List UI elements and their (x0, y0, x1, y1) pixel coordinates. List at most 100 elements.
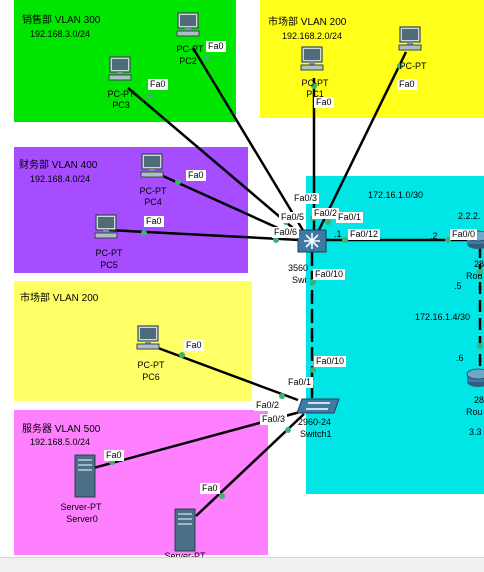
port-sw1-fa03: Fa0/3 (260, 414, 288, 425)
status-dot (219, 493, 225, 499)
zone-market-vlan200-top (260, 0, 484, 118)
ip-sw0-dot1: .1 (334, 229, 342, 239)
status-dot (397, 63, 403, 69)
zone-subnet-server: 192.168.5.0/24 (30, 437, 91, 447)
status-dot (147, 93, 153, 99)
zone-subnet-wan-a: 172.16.1.0/30 (368, 190, 424, 200)
switch0[interactable] (297, 226, 327, 254)
zone-server-vlan500 (14, 410, 268, 555)
link-pc6-sw1 (149, 343, 299, 402)
pc6-name: PC6 (142, 372, 160, 382)
pc3-name: PC3 (112, 100, 130, 110)
port-sw0-fa010: Fa0/10 (313, 269, 346, 280)
status-dot (310, 367, 316, 373)
switch1[interactable] (296, 398, 340, 414)
pc4-type: PC-PT (139, 186, 167, 196)
status-dot (310, 279, 316, 285)
port-sw0-fa05: Fa0/5 (279, 212, 307, 223)
port-sw0-fa06: Fa0/6 (272, 227, 300, 238)
link-pc2-sw0 (191, 47, 306, 233)
port-pc5-fa0: Fa0 (144, 216, 164, 227)
pc2-name: PC2 (179, 56, 197, 66)
ip-r1-dot6: .6 (456, 353, 464, 363)
status-dot (179, 352, 185, 358)
zone-subnet-market-top: 192.168.2.0/24 (282, 31, 343, 41)
server0-type: Server-PT (60, 502, 102, 512)
port-sw0-fa012: Fa0/12 (348, 229, 381, 240)
pc-icon (94, 214, 118, 239)
ip-r0-dot2: .2 (430, 231, 438, 241)
pc4-name: PC4 (144, 197, 162, 207)
pc1[interactable] (300, 46, 324, 72)
server1[interactable] (172, 508, 198, 552)
status-dot (285, 427, 291, 433)
port-pc1-fa0: Fa0 (314, 97, 334, 108)
zone-title-server: 服务器 VLAN 500 (22, 424, 101, 435)
pc-icon (108, 56, 132, 81)
status-dot (342, 237, 348, 243)
port-pc4-fa0: Fa0 (186, 170, 206, 181)
status-dot (175, 179, 181, 185)
zone-title-market-mid: 市场部 VLAN 200 (20, 293, 99, 304)
status-dot (477, 343, 483, 349)
router-icon (466, 368, 484, 387)
pc1-name: PC1 (306, 89, 324, 99)
port-sw0-fa02: Fa0/2 (312, 208, 340, 219)
pc-icon (300, 46, 324, 71)
zone-finance-vlan400 (14, 147, 248, 273)
status-dot (204, 55, 210, 61)
status-dot (477, 269, 483, 275)
ip-r0-dot5: .5 (454, 281, 462, 291)
port-server0-fa0: Fa0 (104, 450, 124, 461)
router1-name: Rou (466, 407, 483, 417)
port-pc0-fa0: Fa0 (397, 79, 417, 90)
link-pc3-sw0 (127, 87, 301, 235)
server1-type: Server-PT (164, 551, 206, 561)
zone-market-vlan200-mid (14, 281, 252, 401)
pc-icon (398, 26, 422, 51)
port-sw1-fa01: Fa0/1 (286, 377, 314, 388)
pc2-type: PC-PT (176, 44, 204, 54)
port-pc2-fa0: Fa0 (206, 41, 226, 52)
server0-name: Server0 (66, 514, 98, 524)
switch0-name: Swi (292, 275, 307, 285)
pc-icon (140, 153, 164, 178)
zone-title-market-top: 市场部 VLAN 200 (268, 17, 347, 28)
status-dot (273, 237, 279, 243)
port-sw0-fa03: Fa0/3 (292, 193, 320, 204)
switch1-type: 2960-24 (298, 417, 332, 427)
status-dot (445, 237, 451, 243)
link-pc0-sw0 (316, 51, 408, 233)
pc3[interactable] (108, 56, 132, 82)
pc5-type: PC-PT (95, 248, 123, 258)
port-sw1-fa02: Fa0/2 (254, 400, 282, 411)
router1[interactable] (466, 368, 484, 388)
port-r0-fa00: Fa0/0 (450, 229, 478, 240)
status-dot (141, 230, 147, 236)
pc4[interactable] (140, 153, 164, 179)
status-dot (325, 219, 331, 225)
port-server1-fa0: Fa0 (200, 483, 220, 494)
server-icon (74, 454, 96, 498)
pc2[interactable] (176, 12, 200, 38)
router1-type: 28 (474, 395, 484, 405)
pc5[interactable] (94, 214, 118, 240)
zone-subnet-sales: 192.168.3.0/24 (30, 29, 91, 39)
port-pc3-fa0: Fa0 (148, 79, 168, 90)
status-dot (311, 83, 317, 89)
pc6-type: PC-PT (137, 360, 165, 370)
zone-title-sales: 销售部 VLAN 300 (22, 15, 101, 26)
pc6[interactable] (136, 325, 160, 351)
server-icon (174, 508, 196, 552)
zone-subnet-wan-b: 172.16.1.4/30 (415, 312, 471, 322)
port-sw1-fa010: Fa0/10 (314, 356, 347, 367)
pc5-name: PC5 (100, 260, 118, 270)
zone-subnet-finance: 192.168.4.0/24 (30, 174, 91, 184)
pc-icon (136, 325, 160, 350)
switch-icon (296, 398, 340, 414)
server0[interactable] (72, 454, 98, 498)
pc0[interactable] (398, 26, 422, 52)
horizontal-scrollbar[interactable] (0, 557, 484, 572)
link-pc5-sw0 (107, 228, 301, 242)
zone-title-finance: 财务部 VLAN 400 (19, 160, 98, 171)
